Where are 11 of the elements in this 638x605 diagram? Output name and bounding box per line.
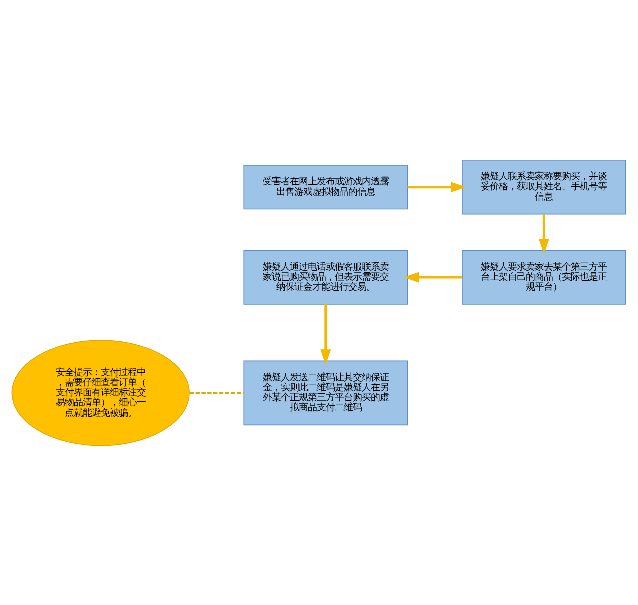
arrow: [320, 304, 332, 364]
node-box: 受害者在网上发布或游戏内透露出售游戏虚拟物品的信息: [244, 164, 408, 210]
node-ellipse: 安全提示：支付过程中，需要仔细查看订单（支付界面有详细标注交易物品清单），细心一点就能避免被骗。: [12, 340, 190, 446]
node-box: 嫌疑人要求卖家去某个第三方平台上架自己的商品（实际也是正规平台）: [462, 250, 626, 304]
arrow: [408, 182, 466, 192]
node-box: 嫌疑人联系卖家称要购买，并谈妥价格，获取其姓名、手机号等信息: [462, 159, 626, 214]
node-box: 嫌疑人通过电话或假客服联系卖家说已购买物品，但表示需要交纳保证金才能进行交易。: [244, 250, 408, 304]
arrow: [538, 214, 550, 254]
connector: [190, 392, 244, 394]
arrow: [404, 272, 462, 282]
node-box: 嫌疑人发送二维码让其交纳保证金，实则此二维码是嫌疑人在另外某个正规第三方平台购买的虚拟商品支付二维码: [244, 360, 408, 426]
